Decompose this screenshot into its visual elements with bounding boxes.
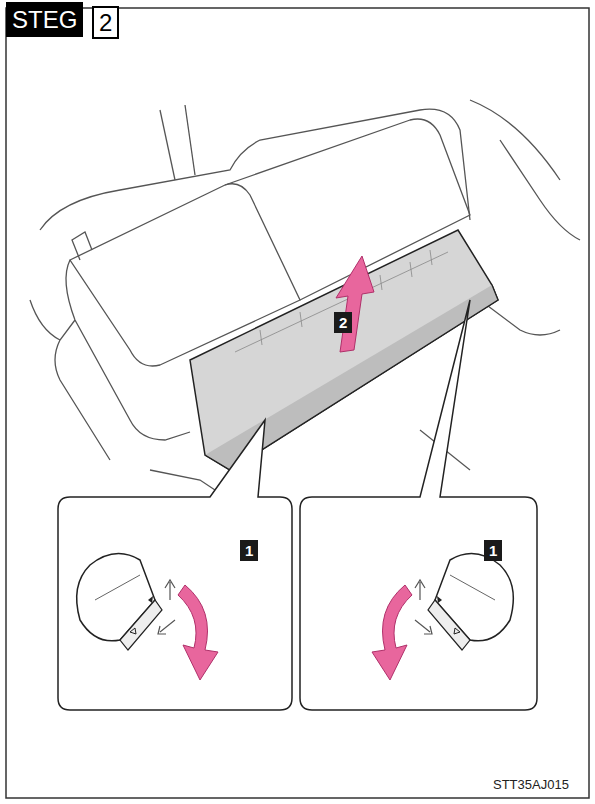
- cover-panel: [190, 230, 498, 470]
- knob-right: [372, 554, 513, 680]
- knob-left: [77, 554, 218, 680]
- detail-insets: [58, 300, 537, 710]
- step-heading: STEG: [6, 2, 83, 37]
- callout-number: 2: [334, 312, 352, 333]
- frame: [6, 8, 589, 798]
- figure-code: STT35AJ015: [493, 778, 569, 791]
- callout-number: 1: [240, 540, 258, 561]
- callout-number: 1: [484, 540, 502, 561]
- lift-arrow: [336, 256, 374, 352]
- console-sketch: [30, 100, 580, 500]
- step-number: 2: [92, 6, 119, 39]
